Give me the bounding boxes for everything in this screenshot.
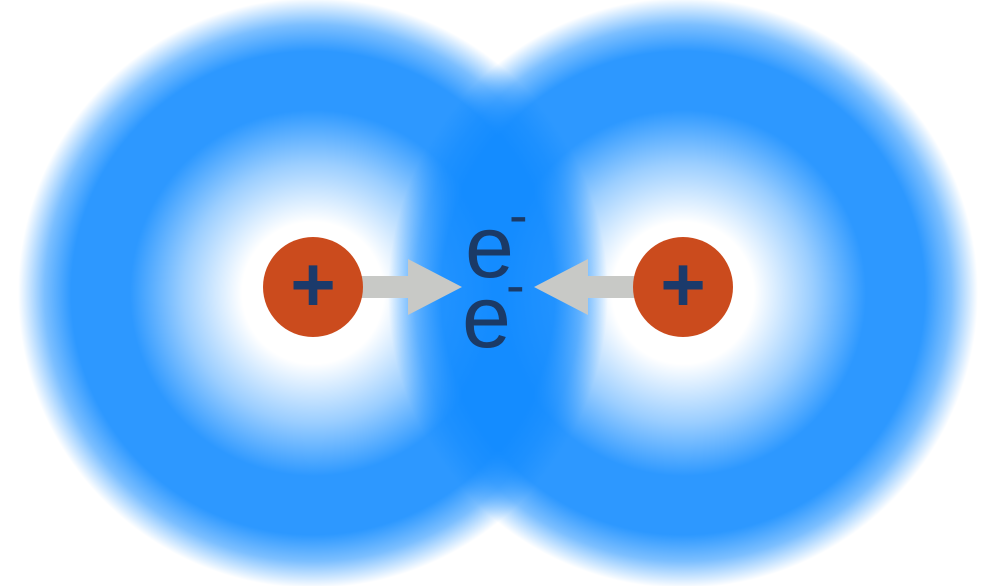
right-nucleus: + bbox=[633, 237, 733, 337]
shared-electron-label-1: e - bbox=[465, 187, 528, 296]
right-arrow-head bbox=[534, 259, 588, 315]
electron-symbol: e bbox=[462, 267, 511, 366]
left-nucleus-plus-symbol: + bbox=[290, 240, 336, 328]
right-nucleus-plus-symbol: + bbox=[660, 240, 706, 328]
electron-charge-superscript: - bbox=[506, 253, 525, 316]
electron-charge-superscript: - bbox=[509, 183, 528, 246]
left-nucleus: + bbox=[263, 237, 363, 337]
electron-symbol: e bbox=[465, 197, 514, 296]
left-arrow-shaft bbox=[355, 276, 408, 298]
right-attraction-arrow-icon bbox=[534, 259, 640, 315]
shared-electron-label-2: e - bbox=[462, 257, 525, 366]
left-attraction-arrow-icon bbox=[355, 259, 462, 315]
right-arrow-shaft bbox=[586, 276, 639, 298]
left-arrow-head bbox=[408, 259, 462, 315]
